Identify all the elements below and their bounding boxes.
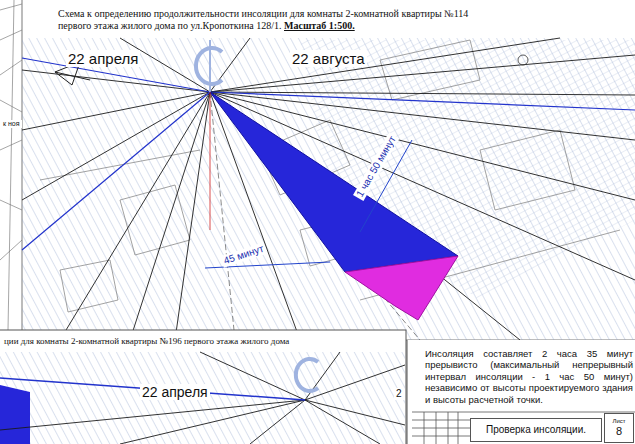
node-text: Инсоляция составляет 2 часа 35 минут пре…	[425, 348, 633, 405]
scale-label: Масштаб 1:500.	[284, 20, 355, 31]
node-text: Проверка инсоляции.	[473, 424, 599, 436]
sheet-number-cell: Лист8	[604, 413, 634, 443]
partial-text: к ноя	[1, 120, 22, 128]
node-text: Лист	[607, 418, 631, 425]
sheet-title: ции для комнаты 2-комнатной квартиры №19…	[2, 336, 291, 346]
note-box: Инсоляция составляет 2 часа 35 минут пре…	[423, 346, 635, 409]
title-text: Схема к определению продолжительности ин…	[58, 8, 468, 31]
callout-number: 2	[394, 388, 404, 400]
duration-label: 45 минут	[220, 242, 267, 267]
date-label: 22 августа	[290, 50, 367, 67]
date-label: 22 апреля	[140, 384, 210, 400]
duration-label: 1 час 50 минут	[353, 132, 399, 200]
date-label: 22 апреля	[66, 50, 140, 67]
drawing-title: Схема к определению продолжительности ин…	[58, 8, 478, 31]
stamp-title-cell: Проверка инсоляции.	[470, 418, 602, 442]
node-text: 8	[607, 425, 631, 438]
